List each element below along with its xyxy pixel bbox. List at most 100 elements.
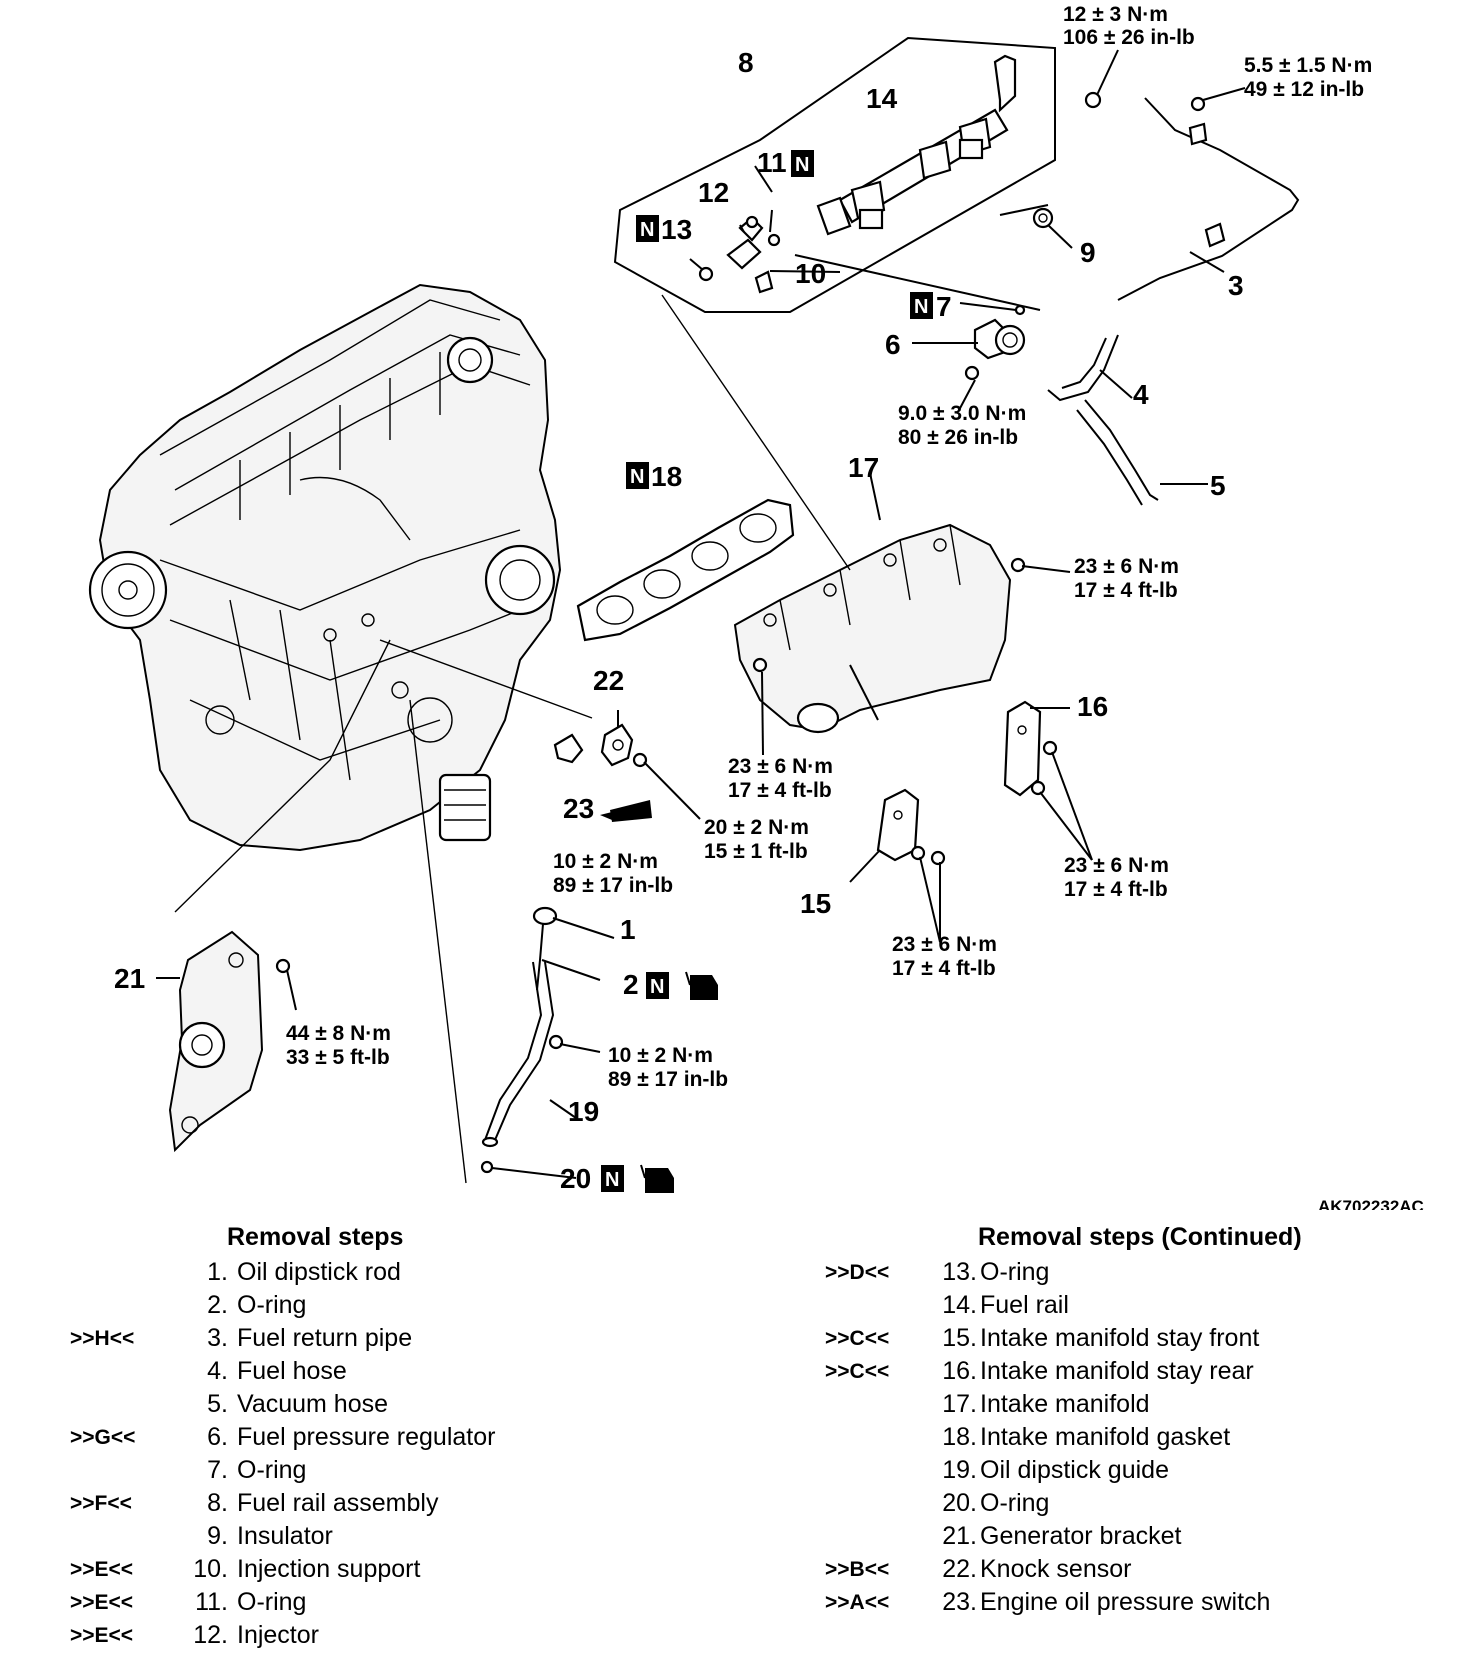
callout-2: 2 — [623, 969, 639, 1000]
callout-7: 7 — [936, 291, 952, 322]
step-number: 10. — [193, 1555, 228, 1583]
oil-can-icon — [640, 1164, 674, 1193]
step-reference-mark — [70, 1289, 180, 1322]
svg-text:N: N — [914, 296, 928, 318]
step-reference-mark — [70, 1355, 180, 1388]
sealant-tube-23 — [600, 800, 652, 822]
torque-dipstick-guide-nm: 10 ± 2 N·m — [608, 1044, 713, 1067]
torque-rail-top-nm: 12 ± 3 N·m — [1063, 3, 1168, 26]
svg-text:N: N — [795, 154, 809, 176]
step-number: 6. — [207, 1423, 228, 1451]
torque-stay-rear-nm: 23 ± 6 N·m — [1064, 854, 1169, 877]
leader-lines — [156, 49, 1246, 1184]
new-part-icon: N — [626, 462, 649, 489]
generator-bracket — [168, 930, 264, 1153]
step-name: Engine oil pressure switch — [980, 1588, 1271, 1616]
step-reference-mark: >>B<< — [825, 1558, 890, 1581]
injection-support — [754, 270, 774, 294]
step-name: Knock sensor — [980, 1555, 1132, 1583]
step-row: 19.Oil dipstick guide — [825, 1454, 1425, 1487]
step-number: 16. — [942, 1357, 977, 1385]
callout-12: 12 — [698, 177, 729, 208]
fuel-pressure-regulator — [973, 318, 1026, 360]
step-reference-mark: >>D<< — [825, 1261, 890, 1284]
svg-text:N: N — [605, 1169, 619, 1191]
callout-1: 1 — [620, 914, 636, 945]
step-row: 18.Intake manifold gasket — [825, 1421, 1425, 1454]
step-row: 5. Vacuum hose — [70, 1388, 630, 1421]
step-number: 12. — [193, 1621, 228, 1649]
callout-13: 13 — [661, 214, 692, 245]
fuel-rail-assembly-box — [613, 36, 1056, 313]
step-reference-mark — [70, 1520, 180, 1553]
fuel-hose — [1047, 334, 1119, 402]
new-part-icon: N — [646, 972, 669, 999]
step-row: >>E<<10.Injection support — [70, 1553, 630, 1586]
torque-regulator-nm: 9.0 ± 3.0 N·m — [898, 402, 1026, 425]
step-row: 20.O-ring — [825, 1487, 1425, 1520]
step-name: Fuel return pipe — [237, 1324, 413, 1352]
engine-assembly — [88, 283, 562, 852]
exploded-view-diagram: 1 2 N 3 4 5 6 N 7 8 9 10 11 N 12 N 13 14… — [88, 3, 1424, 1210]
step-reference-mark: >>C<< — [825, 1327, 890, 1350]
torque-regulator-imp: 80 ± 26 in-lb — [898, 426, 1018, 449]
oil-dipstick-rod — [532, 906, 558, 991]
step-number: 3. — [207, 1324, 228, 1352]
step-number: 20. — [942, 1489, 977, 1517]
oil-can-icon — [685, 971, 718, 1000]
svg-text:N: N — [650, 976, 664, 998]
callout-21: 21 — [114, 963, 145, 994]
step-number: 1. — [207, 1258, 228, 1286]
callout-17: 17 — [848, 452, 879, 483]
step-number: 17. — [942, 1390, 977, 1418]
step-row: >>F<<8.Fuel rail assembly — [70, 1487, 630, 1520]
figure-id: AK702232AC — [1318, 1197, 1424, 1210]
step-row: 9. Insulator — [70, 1520, 630, 1553]
step-name: Intake manifold — [980, 1390, 1150, 1418]
torque-stay-front-imp: 17 ± 4 ft-lb — [892, 957, 996, 980]
step-name: O-ring — [980, 1489, 1050, 1517]
callout-10: 10 — [795, 258, 826, 289]
step-row: 1. Oil dipstick rod — [70, 1256, 630, 1289]
step-reference-mark: >>E<< — [70, 1591, 134, 1614]
torque-dipstick-guide-imp: 89 ± 17 in-lb — [608, 1068, 728, 1091]
engine-oil-pressure-switch — [553, 733, 584, 764]
step-name: Oil dipstick guide — [980, 1456, 1169, 1484]
step-number: 9. — [207, 1522, 228, 1550]
step-reference-mark — [70, 1256, 180, 1289]
step-reference-mark — [825, 1421, 937, 1454]
step-number: 2. — [207, 1291, 228, 1319]
step-reference-mark — [825, 1454, 937, 1487]
step-number: 8. — [207, 1489, 228, 1517]
step-name: Insulator — [237, 1522, 333, 1550]
o-ring-11 — [767, 233, 781, 247]
insulator — [1032, 207, 1054, 229]
step-row: >>E<<12.Injector — [70, 1619, 630, 1652]
step-name: Fuel rail — [980, 1291, 1069, 1319]
step-reference-mark: >>E<< — [70, 1624, 134, 1647]
step-reference-mark — [825, 1487, 937, 1520]
removal-steps-continued-title: Removal steps (Continued) — [978, 1223, 1302, 1251]
step-number: 15. — [942, 1324, 977, 1352]
step-row: 2.O-ring — [70, 1289, 630, 1322]
step-number: 19. — [942, 1456, 977, 1484]
step-reference-mark: >>F<< — [70, 1492, 132, 1515]
step-row: >>A<<23.Engine oil pressure switch — [825, 1586, 1425, 1619]
vacuum-hose — [1076, 399, 1159, 506]
step-name: Vacuum hose — [237, 1390, 389, 1418]
step-number: 22. — [942, 1555, 977, 1583]
new-part-icon: N — [910, 292, 933, 319]
step-name: Oil dipstick rod — [237, 1258, 401, 1286]
callout-23: 23 — [563, 793, 594, 824]
callout-16: 16 — [1077, 691, 1108, 722]
step-number: 14. — [942, 1291, 977, 1319]
step-name: Injection support — [237, 1555, 421, 1583]
step-number: 11. — [195, 1588, 228, 1616]
o-ring-13 — [698, 266, 714, 282]
step-number: 5. — [207, 1390, 228, 1418]
torque-knock-sensor-imp: 15 ± 1 ft-lb — [704, 840, 808, 863]
step-reference-mark — [70, 1454, 180, 1487]
step-number: 7. — [207, 1456, 228, 1484]
new-part-icon: N — [636, 215, 659, 242]
